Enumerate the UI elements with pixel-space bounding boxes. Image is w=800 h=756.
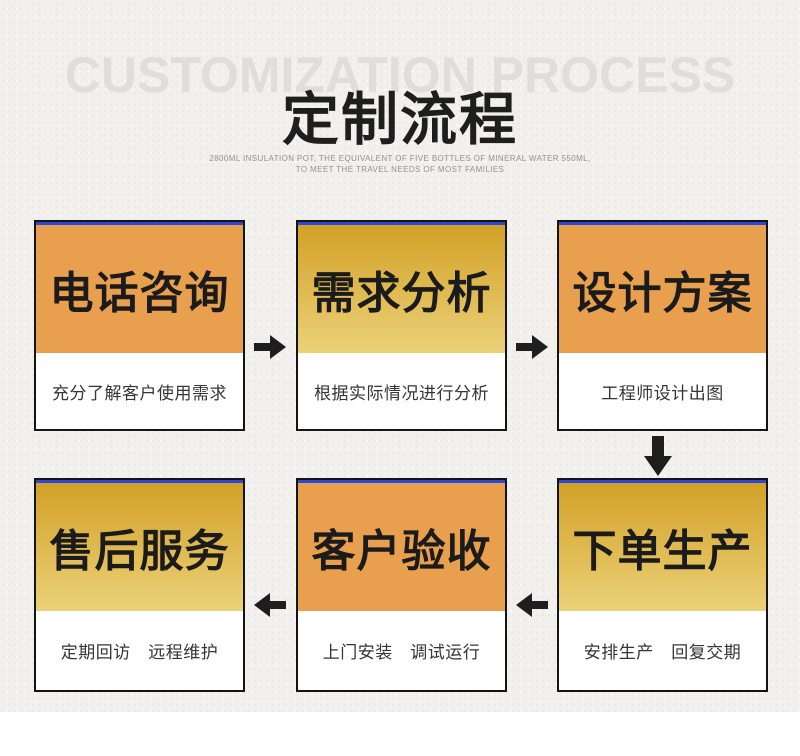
step-description: 上门安装 调试运行 (322, 643, 481, 662)
step-body: 根据实际情况进行分析 (298, 353, 505, 429)
step-body: 安排生产 回复交期 (559, 611, 766, 690)
step-header: 需求分析 (298, 225, 505, 353)
step-description: 定期回访 远程维护 (60, 643, 219, 662)
watermark-text: CUSTOMIZATION PROCESS (64, 47, 736, 103)
step-body: 上门安装 调试运行 (298, 611, 505, 690)
blue-accent-line (36, 222, 243, 225)
blue-accent-line (298, 222, 505, 225)
step-description: 根据实际情况进行分析 (314, 383, 489, 403)
step-card-customer-acceptance: 客户验收 上门安装 调试运行 (296, 478, 507, 692)
page-title: 定制流程 (282, 88, 518, 152)
step-card-phone-consultation: 电话咨询 充分了解客户使用需求 (34, 220, 245, 431)
step-title: 售后服务 (49, 527, 230, 576)
step-header: 客户验收 (298, 483, 505, 611)
arrow-right-icon (516, 335, 548, 359)
step-card-demand-analysis: 需求分析 根据实际情况进行分析 (296, 220, 507, 431)
arrow-left-icon (516, 593, 548, 617)
arrow-left-icon (254, 593, 286, 617)
customization-process-poster: CUSTOMIZATION PROCESS 定制流程 2800ML INSULA… (0, 0, 800, 712)
arrow-down-icon (644, 436, 672, 476)
blue-accent-line (298, 480, 505, 483)
step-header: 设计方案 (559, 225, 766, 353)
subtitle-line-1: 2800ML INSULATION POT, THE EQUIVALENT OF… (209, 154, 591, 163)
step-title: 需求分析 (311, 269, 492, 318)
blue-accent-line (36, 480, 243, 483)
step-card-design-scheme: 设计方案 工程师设计出图 (557, 220, 768, 431)
step-title: 电话咨询 (49, 269, 230, 318)
blue-accent-line (559, 480, 766, 483)
step-body: 充分了解客户使用需求 (36, 353, 243, 429)
step-header: 下单生产 (559, 483, 766, 611)
blue-accent-line (559, 222, 766, 225)
step-description: 工程师设计出图 (601, 383, 724, 403)
arrow-right-icon (254, 335, 286, 359)
step-card-order-production: 下单生产 安排生产 回复交期 (557, 478, 768, 692)
step-card-after-sales-service: 售后服务 定期回访 远程维护 (34, 478, 245, 692)
step-description: 安排生产 回复交期 (583, 643, 742, 662)
step-title: 设计方案 (572, 269, 753, 318)
subtitle: 2800ML INSULATION POT, THE EQUIVALENT OF… (0, 153, 800, 175)
step-header: 电话咨询 (36, 225, 243, 353)
step-body: 工程师设计出图 (559, 353, 766, 429)
step-body: 定期回访 远程维护 (36, 611, 243, 690)
step-title: 客户验收 (311, 527, 492, 576)
step-header: 售后服务 (36, 483, 243, 611)
subtitle-line-2: TO MEET THE TRAVEL NEEDS OF MOST FAMILIE… (295, 165, 505, 174)
step-title: 下单生产 (572, 527, 753, 576)
step-description: 充分了解客户使用需求 (52, 383, 227, 403)
